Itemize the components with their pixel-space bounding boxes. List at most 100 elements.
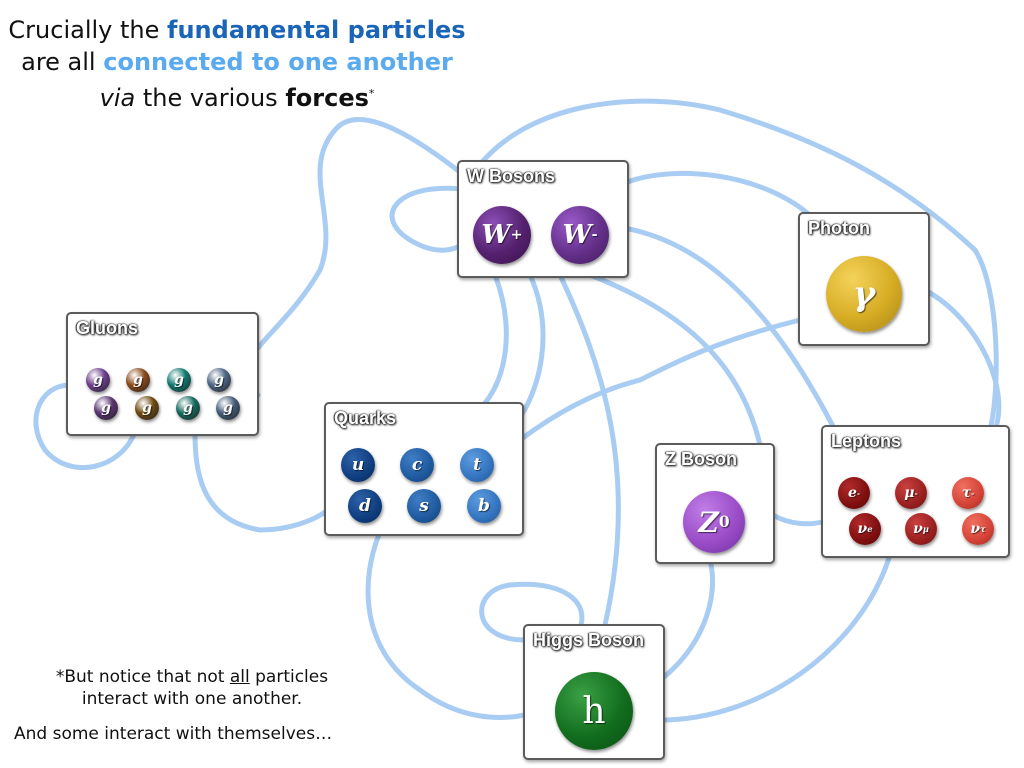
muon-neutrino-flavour: μ [922,524,929,534]
z-charge: 0 [718,513,730,531]
w-bosons-label: W Bosons [467,166,555,186]
title-line-1-text: Crucially the [8,16,160,44]
title-line-1: Crucially the fundamental particles [0,14,474,46]
electron: e- [838,477,870,509]
gluon-particle: g [86,368,110,392]
gluon-symbol: g [223,400,233,416]
link-w-photon [607,170,823,228]
link-photon-leptons [922,287,1002,433]
tau: τ- [952,477,984,509]
gluons-box: Gluons g g g g g g g g [66,312,259,436]
link-w-top [467,98,999,433]
link-higgs-loop [479,581,585,643]
w-plus-particle: W+ [473,206,531,264]
electron-charge: - [856,488,861,498]
gluon-symbol: g [133,372,143,388]
footnote-text-a: *But notice that not [55,667,225,687]
muon: μ- [895,477,927,509]
gluon-symbol: g [93,372,103,388]
gluon-symbol: g [183,400,193,416]
footnote-text-b: particles [255,667,329,687]
title-highlight-fundamental-particles: fundamental particles [167,16,466,44]
up-quark: u [341,448,375,482]
w-plus-symbol: W [481,220,511,250]
top-quark-symbol: t [473,455,481,475]
strange-quark: s [407,489,441,523]
footnote-line-2: interact with one another. [81,689,303,709]
down-quark: d [348,489,382,523]
photon-label: Photon [808,218,870,238]
title-line-3: via the various forces* [0,78,474,114]
higgs-boson-box: Higgs Boson h [523,624,665,760]
z-boson-label: Z Boson [665,449,737,469]
gluon-particle: g [176,396,200,420]
gluon-symbol: g [214,372,224,388]
photon-particle: γ [826,256,902,332]
w-minus-charge: - [591,227,598,243]
link-w-higgs [557,272,621,628]
electron-neutrino-flavour: e [867,524,873,534]
top-quark: t [460,448,494,482]
title-line-3-text: the various [142,84,278,112]
link-w-quarks2 [515,272,546,423]
link-gluon-loop [33,382,138,471]
w-plus-charge: + [510,227,523,243]
gluon-particle: g [207,368,231,392]
gluon-particle: g [216,396,240,420]
link-w-z [587,272,763,448]
leptons-label: Leptons [831,431,901,451]
up-quark-symbol: u [351,455,365,475]
photon-symbol: γ [852,274,876,314]
title-forces: forces [285,84,369,112]
higgs-particle: h [555,672,633,750]
electron-neutrino-symbol: ν [857,521,868,537]
footnote-line-1: *But notice that not all particles [0,666,384,688]
bottom-quark: b [467,489,501,523]
gluon-symbol: g [101,400,111,416]
quarks-box: Quarks u c t d s b [324,402,524,536]
muon-symbol: μ [904,485,915,501]
link-w-quarks [467,272,509,418]
gluon-symbol: g [142,400,152,416]
bottom-quark-symbol: b [478,496,490,516]
link-photon-quarks [517,317,803,443]
photon-box: Photon γ [798,212,930,346]
muon-charge: - [914,488,918,498]
w-minus-particle: W- [551,206,609,264]
title-line-2: are all connected to one another [0,46,474,78]
link-w-leptons [597,222,843,443]
tau-neutrino-symbol: ν [970,521,981,537]
title-highlight-connected: connected to one another [103,48,453,76]
title-line-2-text: are all [21,48,96,76]
gluon-particle: g [167,368,191,392]
footnote-all: all [229,667,250,687]
slide-title: Crucially the fundamental particles are … [0,14,474,114]
link-gluon-quarks [192,429,331,533]
footnote: *But notice that not all particles inter… [0,666,384,710]
electron-symbol: e [847,485,857,501]
higgs-boson-label: Higgs Boson [533,630,644,650]
gluon-particle: g [135,396,159,420]
gluons-label: Gluons [76,318,138,338]
z-symbol: Z [698,505,719,539]
charm-quark-symbol: c [411,455,423,475]
link-higgs-z [657,557,716,683]
link-higgs-leptons [657,552,893,723]
quarks-label: Quarks [334,408,397,428]
tau-symbol: τ [961,485,972,501]
gluon-particle: g [126,368,150,392]
link-w-big-arc [243,117,473,398]
tau-neutrino-flavour: τ [980,524,986,534]
gluon-symbol: g [174,372,184,388]
gluon-particle: g [94,396,118,420]
title-asterisk: * [368,87,375,100]
muon-neutrino-symbol: ν [913,521,923,537]
charm-quark: c [400,448,434,482]
title-via: via [99,84,136,112]
